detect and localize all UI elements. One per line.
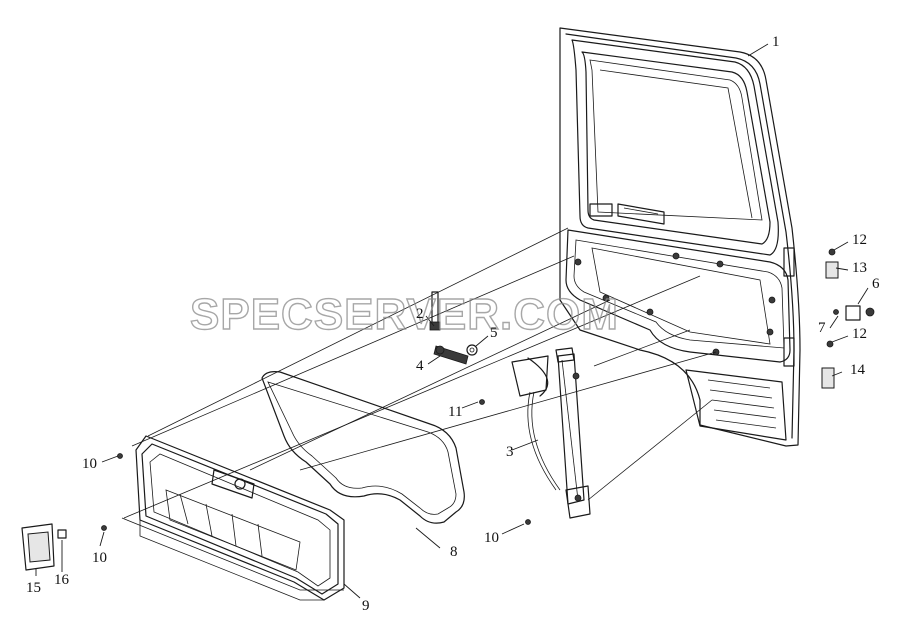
part-2-latch-rod: [429, 291, 441, 331]
part-5-washer: [466, 344, 478, 356]
callout-3: 3: [506, 444, 514, 460]
callout-5: 5: [490, 325, 498, 341]
callout-9: 9: [362, 598, 370, 614]
door-shell: [559, 27, 801, 447]
callout-12-lower: 12: [852, 326, 867, 342]
explosion-lines: [123, 227, 717, 519]
door-trim-panel: [121, 435, 345, 601]
part-15-cover: [21, 523, 55, 571]
callout-11: 11: [448, 404, 462, 420]
callout-4: 4: [416, 358, 424, 374]
callout-2: 2: [416, 306, 424, 322]
screws: [101, 399, 531, 531]
part-16-clip: [57, 529, 67, 539]
hinge-hardware: [821, 248, 875, 389]
callout-8: 8: [450, 544, 458, 560]
callout-12-upper: 12: [852, 232, 867, 248]
callout-13: 13: [852, 260, 867, 276]
callout-6: 6: [872, 276, 880, 292]
part-4-link: [433, 345, 469, 365]
leader-lines: [35, 43, 869, 599]
callout-10-regulator: 10: [484, 530, 499, 546]
window-regulator: [511, 347, 591, 519]
door-seal: [261, 371, 465, 524]
callout-14: 14: [850, 362, 866, 378]
callout-10-trim: 10: [82, 456, 97, 472]
callout-15: 15: [26, 580, 41, 596]
callout-7: 7: [818, 320, 826, 336]
callout-10-lower: 10: [92, 550, 107, 566]
callout-16: 16: [54, 572, 70, 588]
callout-1: 1: [772, 34, 780, 50]
watermark: SPECSERVER.COM: [190, 290, 619, 339]
